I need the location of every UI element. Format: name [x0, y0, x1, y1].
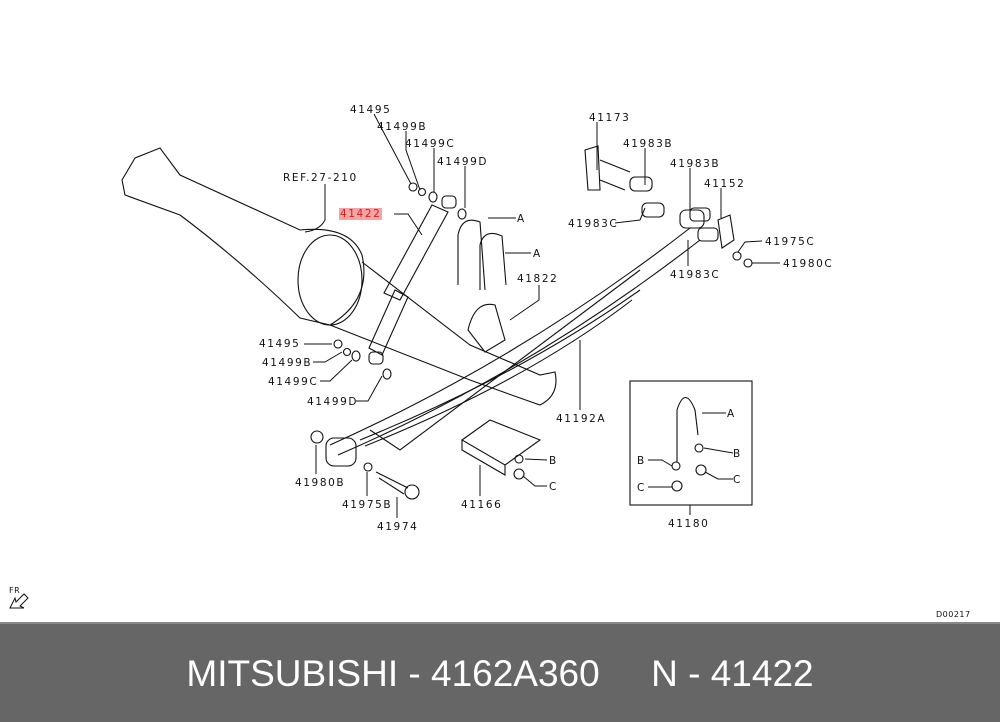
part-label[interactable]: 41499D	[307, 396, 359, 408]
part-label[interactable]: 41499C	[405, 138, 456, 150]
part-label[interactable]: 41192A	[556, 413, 607, 425]
part-label[interactable]: 41152	[704, 178, 746, 190]
front-direction-label: FR	[9, 586, 21, 595]
part-label[interactable]: 41980B	[295, 477, 346, 489]
part-label[interactable]: 41499C	[268, 376, 319, 388]
part-label[interactable]: 41983C	[670, 269, 721, 281]
reference-label: REF.27-210	[283, 172, 358, 184]
part-label[interactable]: 41499B	[262, 357, 313, 369]
part-label[interactable]: 41499B	[377, 121, 428, 133]
part-label[interactable]: 41495	[350, 104, 392, 116]
part-label[interactable]: A	[533, 248, 542, 260]
kit-41180-box	[629, 380, 753, 506]
part-label[interactable]: C	[733, 474, 742, 486]
part-label[interactable]: 41974	[377, 521, 419, 533]
part-label[interactable]: 41975B	[342, 499, 393, 511]
part-label[interactable]: 41166	[461, 499, 503, 511]
part-label[interactable]: B	[733, 448, 742, 460]
part-label[interactable]: 41975C	[765, 236, 816, 248]
part-number-banner: MITSUBISHI - 4162A360 N - 41422	[0, 622, 1000, 722]
shock-absorber-41422	[368, 195, 457, 365]
rear-suspension-line-art	[9, 113, 780, 609]
front-direction-arrow	[9, 593, 29, 609]
part-label[interactable]: 41980C	[783, 258, 834, 270]
part-label[interactable]: 41495	[259, 338, 301, 350]
leaf-spring-41192A	[329, 227, 701, 456]
part-label[interactable]: B	[637, 455, 646, 467]
part-label[interactable]: A	[727, 408, 736, 420]
part-label[interactable]: C	[549, 481, 558, 493]
part-label[interactable]: 41499D	[437, 156, 489, 168]
part-number-text: MITSUBISHI - 4162A360 N - 41422	[186, 653, 814, 694]
part-label[interactable]: A	[517, 213, 526, 225]
highlighted-part-label[interactable]: 41422	[339, 208, 383, 220]
part-label[interactable]: 41983B	[623, 138, 674, 150]
part-label[interactable]: B	[549, 455, 558, 467]
part-label[interactable]: 41983B	[670, 158, 721, 170]
diagram-code: D00217	[936, 610, 971, 619]
part-label[interactable]: 41822	[517, 273, 559, 285]
axle-housing	[121, 147, 365, 326]
part-label[interactable]: C	[637, 482, 646, 494]
part-label[interactable]: 41180	[668, 518, 710, 530]
part-label[interactable]: 41173	[589, 112, 631, 124]
part-label[interactable]: 41983C	[568, 218, 619, 230]
